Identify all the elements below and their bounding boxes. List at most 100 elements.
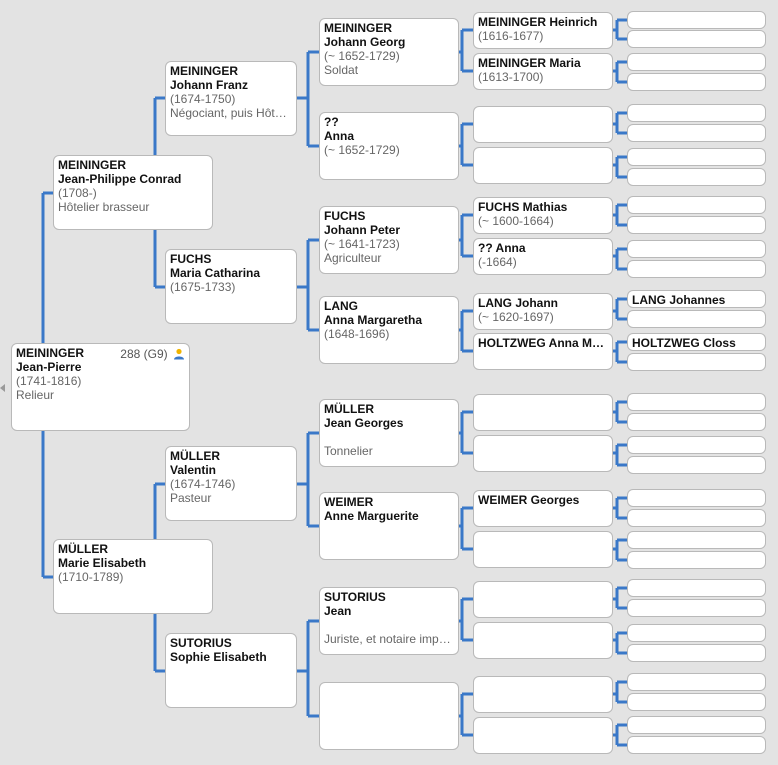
connector-line-8 [459, 122, 473, 167]
person-box-g6-3[interactable] [627, 73, 766, 91]
person-icon[interactable] [173, 348, 185, 360]
person-box-g6-16[interactable] [627, 393, 766, 411]
person-surname: MEININGER [170, 64, 239, 78]
person-box-g6-25[interactable] [627, 599, 766, 617]
connector-line-15 [613, 18, 627, 41]
person-box-g6-30[interactable] [627, 716, 766, 734]
person-box-g6-18[interactable] [627, 436, 766, 454]
person-box-g4-4[interactable]: MÜLLER Jean Georges Tonnelier [319, 399, 459, 467]
connector-line-26 [613, 538, 627, 562]
person-box-g5-7[interactable]: HOLTZWEG Anna Maria [473, 333, 613, 370]
person-box-g4-0[interactable]: MEININGER Johann Georg (~ 1652-1729) Sol… [319, 18, 459, 86]
person-box-g5-3[interactable] [473, 147, 613, 184]
connector-line-5 [297, 431, 319, 528]
person-box-g6-24[interactable] [627, 579, 766, 597]
person-surname: FUCHS [170, 252, 212, 266]
person-given-name: Jean [324, 604, 352, 618]
person-box-g6-11[interactable] [627, 260, 766, 278]
person-box-g6-6[interactable] [627, 148, 766, 166]
person-box-g5-11[interactable] [473, 531, 613, 568]
person-given-name: Anna Margaretha [324, 313, 423, 327]
person-box-g6-15[interactable] [627, 353, 766, 371]
connector-line-10 [459, 309, 473, 353]
connector-line-27 [613, 586, 627, 610]
person-box-g5-15[interactable] [473, 717, 613, 754]
person-box-g6-4[interactable] [627, 104, 766, 122]
person-given-name: Jean-Philippe Conrad [58, 172, 182, 186]
person-box-g6-31[interactable] [627, 736, 766, 754]
person-box-g5-14[interactable] [473, 676, 613, 713]
person-box-g6-1[interactable] [627, 30, 766, 48]
person-box-g6-10[interactable] [627, 240, 766, 258]
person-box-g6-29[interactable] [627, 693, 766, 711]
person-box-g5-4[interactable]: FUCHS Mathias (~ 1600-1664) [473, 197, 613, 234]
person-box-g5-10[interactable]: WEIMER Georges [473, 490, 613, 527]
person-dates: (-1664) [478, 255, 517, 269]
person-name: LANG Johannes [632, 293, 726, 307]
person-box-g4-6[interactable]: SUTORIUS Jean Juriste, et notaire impéri… [319, 587, 459, 655]
person-given-name: Sophie Elisabeth [170, 650, 267, 664]
person-box-g6-7[interactable] [627, 168, 766, 186]
person-surname: SUTORIUS [324, 590, 386, 604]
person-box-g6-8[interactable] [627, 196, 766, 214]
person-occupation: Juriste, et notaire impérial [324, 632, 454, 646]
connector-line-21 [613, 297, 627, 321]
person-box-g3-1[interactable]: FUCHS Maria Catharina (1675-1733) [165, 249, 297, 324]
person-box-g6-22[interactable] [627, 531, 766, 549]
person-box-g4-7[interactable] [319, 682, 459, 750]
person-box-g4-1[interactable]: ?? Anna (~ 1652-1729) [319, 112, 459, 180]
person-box-g3-3[interactable]: SUTORIUS Sophie Elisabeth [165, 633, 297, 708]
person-box-root[interactable]: 288 (G9) MEININGER Jean-Pierre (1741-181… [11, 343, 190, 431]
person-name: MEININGER Heinrich [478, 15, 598, 29]
person-box-g6-9[interactable] [627, 216, 766, 234]
person-box-g6-27[interactable] [627, 644, 766, 662]
expand-left-arrow-icon[interactable] [0, 384, 5, 392]
person-given-name: Jean Georges [324, 416, 404, 430]
sosa-badge: 288 (G9) [120, 347, 185, 361]
person-box-g5-2[interactable] [473, 106, 613, 143]
person-box-g6-12[interactable]: LANG Johannes [627, 290, 766, 308]
connector-line-3 [297, 50, 319, 148]
person-box-g3-0[interactable]: MEININGER Johann Franz (1674-1750) Négoc… [165, 61, 297, 136]
connector-line-7 [459, 28, 473, 73]
person-box-g5-9[interactable] [473, 435, 613, 472]
person-given-name: Anne Marguerite [324, 509, 419, 523]
person-box-g2-0[interactable]: MEININGER Jean-Philippe Conrad (1708-) H… [53, 155, 213, 230]
person-box-g6-26[interactable] [627, 624, 766, 642]
person-box-g4-2[interactable]: FUCHS Johann Peter (~ 1641-1723) Agricul… [319, 206, 459, 274]
person-dates: (1616-1677) [478, 29, 544, 43]
connector-line-25 [613, 496, 627, 520]
person-box-g5-0[interactable]: MEININGER Heinrich (1616-1677) [473, 12, 613, 49]
person-box-g5-8[interactable] [473, 394, 613, 431]
person-box-g4-3[interactable]: LANG Anna Margaretha (1648-1696) [319, 296, 459, 364]
person-box-g6-17[interactable] [627, 413, 766, 431]
person-surname: MEININGER [324, 21, 393, 35]
empty-line [324, 430, 454, 444]
person-occupation: Négociant, puis Hôtelier [170, 106, 292, 120]
person-box-g6-19[interactable] [627, 456, 766, 474]
person-box-g5-13[interactable] [473, 622, 613, 659]
person-box-g3-2[interactable]: MÜLLER Valentin (1674-1746) Pasteur [165, 446, 297, 521]
person-name: MEININGER Maria [478, 56, 581, 70]
person-box-g5-5[interactable]: ?? Anna (-1664) [473, 238, 613, 275]
person-box-g2-1[interactable]: MÜLLER Marie Elisabeth (1710-1789) [53, 539, 213, 614]
person-box-g6-28[interactable] [627, 673, 766, 691]
person-box-g4-5[interactable]: WEIMER Anne Marguerite [319, 492, 459, 560]
person-box-g6-5[interactable] [627, 124, 766, 142]
person-box-g6-14[interactable]: HOLTZWEG Closs [627, 333, 766, 351]
person-occupation: Pasteur [170, 491, 212, 505]
person-occupation: Soldat [324, 63, 359, 77]
person-surname: ?? [324, 115, 339, 129]
person-box-g6-20[interactable] [627, 489, 766, 507]
person-box-g5-12[interactable] [473, 581, 613, 618]
person-box-g6-23[interactable] [627, 551, 766, 569]
person-dates: (1674-1750) [170, 92, 236, 106]
person-box-g5-6[interactable]: LANG Johann (~ 1620-1697) [473, 293, 613, 330]
person-surname: MEININGER [58, 158, 127, 172]
person-box-g6-0[interactable] [627, 11, 766, 29]
person-box-g6-2[interactable] [627, 53, 766, 71]
person-box-g5-1[interactable]: MEININGER Maria (1613-1700) [473, 53, 613, 90]
person-box-g6-13[interactable] [627, 310, 766, 328]
person-given-name: Maria Catharina [170, 266, 261, 280]
person-box-g6-21[interactable] [627, 509, 766, 527]
